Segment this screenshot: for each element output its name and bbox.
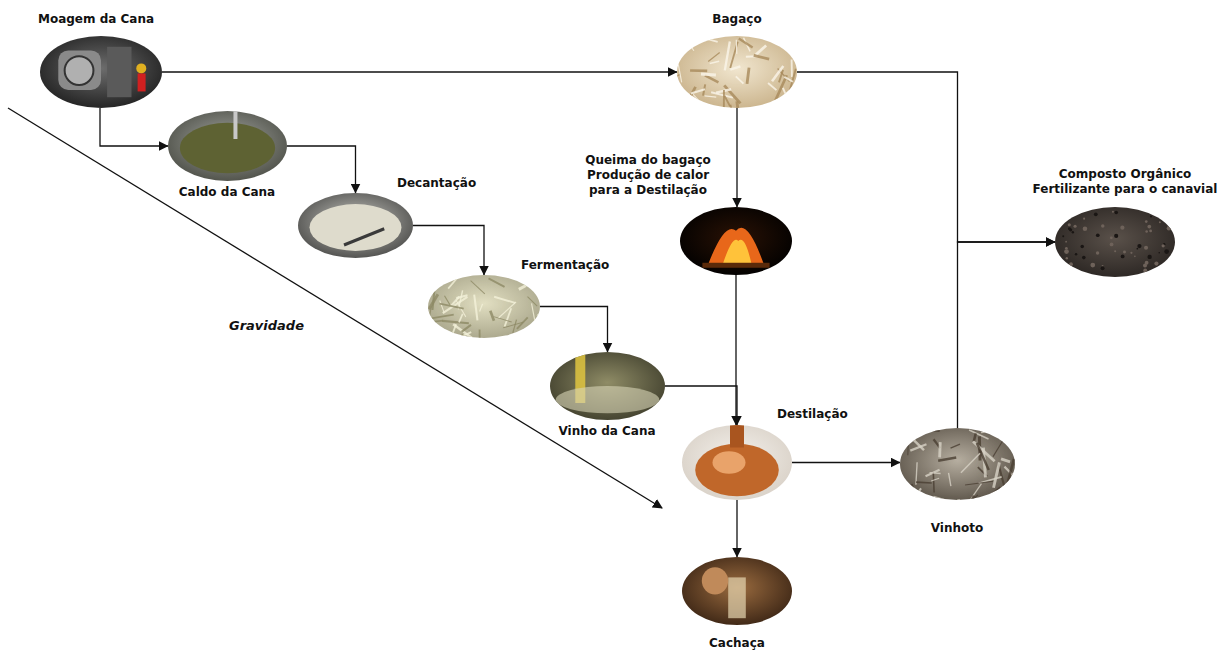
milling-photo xyxy=(40,36,162,108)
wine-photo xyxy=(550,352,665,420)
process-node: Moagem da Cana xyxy=(40,36,162,108)
flow-arrow xyxy=(413,226,484,276)
process-node: Queima do bagaço Produção de calor para … xyxy=(680,207,792,275)
juice-photo xyxy=(168,111,287,181)
flow-arrow xyxy=(736,500,737,557)
process-node: Vinhoto xyxy=(900,428,1015,500)
step-label: Decantação xyxy=(396,176,477,191)
step-label: Queima do bagaço Produção de calor para … xyxy=(577,153,719,198)
flow-arrow xyxy=(665,386,737,425)
flow-arrow xyxy=(797,72,1055,242)
process-node: Vinho da Cana xyxy=(550,352,665,420)
fire-photo xyxy=(680,207,792,275)
decanting-photo xyxy=(298,193,413,258)
process-node: Decantação xyxy=(298,193,413,258)
cachaca-photo xyxy=(682,557,792,625)
step-label: Composto Orgânico Fertilizante para o ca… xyxy=(1029,167,1221,197)
step-label: Moagem da Cana xyxy=(37,12,155,27)
flow-arrow xyxy=(736,108,737,207)
process-node: Composto Orgânico Fertilizante para o ca… xyxy=(1055,207,1175,277)
step-label: Fermentação xyxy=(520,258,610,273)
step-label: Vinhoto xyxy=(930,521,985,536)
process-node: Cachaça xyxy=(682,557,792,625)
step-label: Destilação xyxy=(776,407,849,422)
process-node: Fermentação xyxy=(428,275,540,338)
process-node: Caldo da Cana xyxy=(168,111,287,181)
process-node: Destilação xyxy=(682,425,792,500)
flow-arrow xyxy=(162,71,677,72)
fermentation-photo xyxy=(428,275,540,338)
gravity-label: Gravidade xyxy=(228,318,305,334)
step-label: Caldo da Cana xyxy=(178,185,276,200)
flow-arrow xyxy=(958,242,1056,428)
flow-arrow xyxy=(540,307,608,353)
bagasse-photo xyxy=(677,36,797,108)
flow-arrow xyxy=(287,146,356,193)
flow-arrow xyxy=(735,275,736,425)
flow-arrow xyxy=(100,108,168,146)
step-label: Bagaço xyxy=(711,12,762,27)
compost-photo xyxy=(1055,207,1175,277)
step-label: Vinho da Cana xyxy=(557,424,656,439)
still-photo xyxy=(682,425,792,500)
gravity-line xyxy=(8,108,662,508)
vinasse-photo xyxy=(900,428,1015,500)
step-label: Cachaça xyxy=(708,636,766,651)
flow-arrow xyxy=(792,462,900,463)
process-node: Bagaço xyxy=(677,36,797,108)
